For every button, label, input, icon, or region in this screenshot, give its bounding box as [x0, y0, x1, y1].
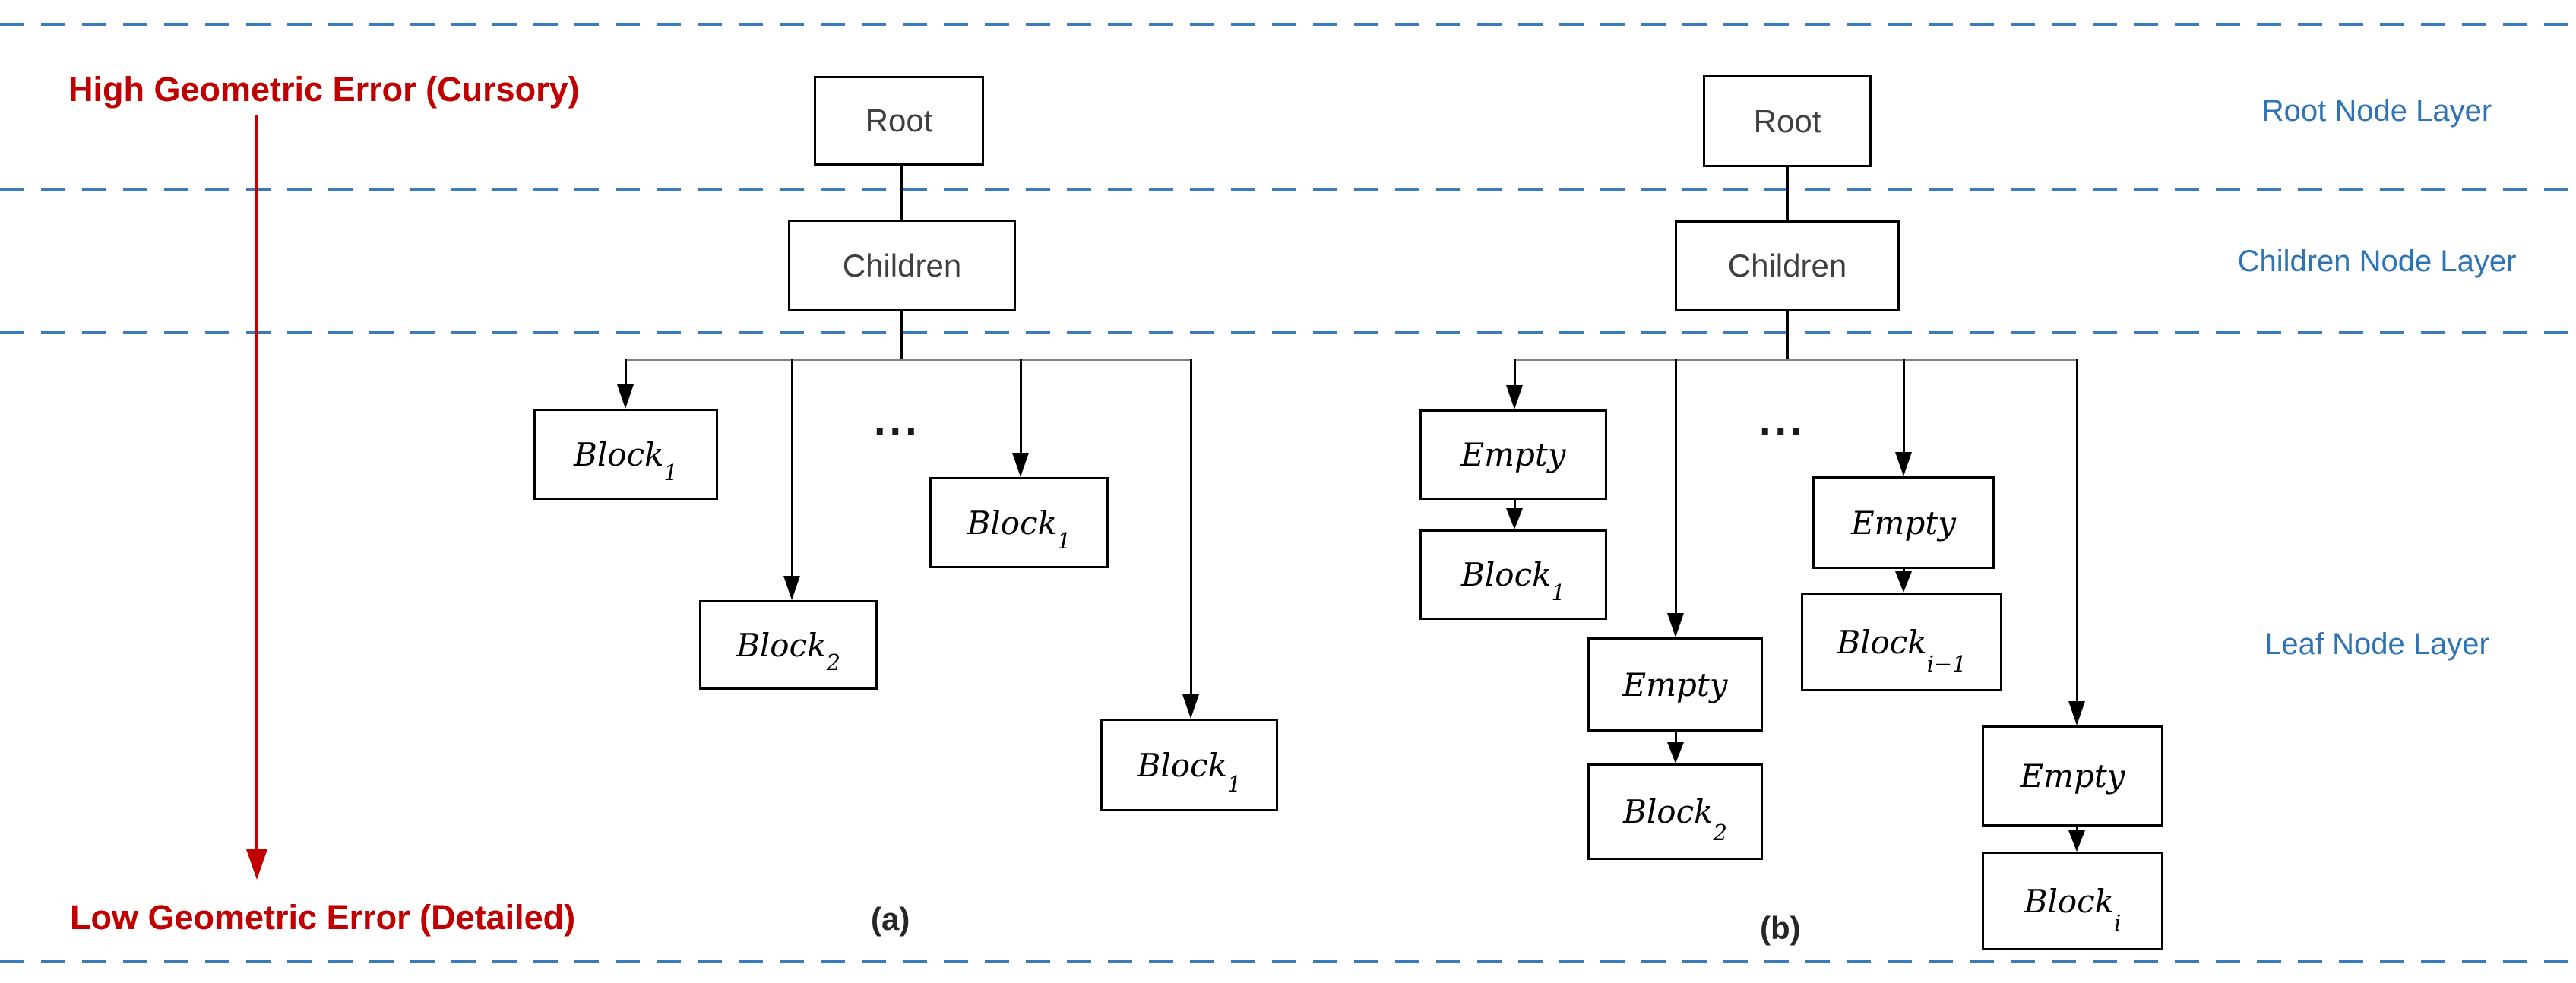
tree-b-branch-bar	[1514, 359, 2078, 361]
tree-b-branch1-arrowhead-icon	[1506, 385, 1523, 409]
tree-a-root-node: Root	[814, 76, 984, 166]
tree-b-root-children-connector	[1786, 167, 1789, 220]
tree-b-empty4-arrowhead-icon	[2068, 830, 2085, 852]
tree-b-branch2-arrowhead-icon	[1667, 613, 1684, 637]
tree-b-empty3: Empty	[1812, 476, 1995, 569]
tree-b-caption: (b)	[1760, 910, 1801, 946]
leaf-layer-label: Leaf Node Layer	[2264, 627, 2489, 661]
tree-a-children-stem	[900, 311, 903, 359]
tree-b-children-label: Children	[1727, 248, 1847, 283]
tree-b-branch3-line	[1903, 359, 1905, 452]
layer-separator-4	[0, 960, 2576, 963]
tree-a-branch4-line	[1190, 359, 1192, 694]
error-axis-arrowhead-icon	[246, 849, 267, 880]
layer-separator-1	[0, 23, 2576, 26]
error-axis-line	[255, 115, 258, 851]
tree-a-branch4-arrowhead-icon	[1182, 694, 1199, 719]
children-layer-label: Children Node Layer	[2237, 245, 2517, 278]
tree-a-branch1-line	[625, 359, 627, 384]
tree-b-empty4: Empty	[1982, 725, 2163, 827]
tree-b-empty2-arrowhead-icon	[1667, 742, 1684, 763]
tree-b-root-label: Root	[1753, 103, 1821, 139]
tree-b-empty1-arrowhead-icon	[1506, 508, 1523, 529]
root-layer-label: Root Node Layer	[2261, 94, 2492, 128]
tree-b-ellipsis: ...	[1759, 396, 1806, 444]
layer-separator-3	[0, 331, 2576, 334]
tree-a-branch2-arrowhead-icon	[783, 576, 800, 600]
tree-b-empty3-arrowhead-icon	[1895, 571, 1912, 593]
tree-a-branch3-line	[1020, 359, 1022, 453]
tree-b-children-node: Children	[1675, 220, 1900, 311]
layer-separator-2	[0, 188, 2576, 191]
tree-b-branch4-line	[2076, 359, 2078, 701]
tree-b-branch2-line	[1675, 359, 1677, 613]
tree-a-root-children-connector	[900, 166, 903, 220]
tree-a-ellipsis: ...	[874, 396, 921, 444]
tree-b-empty2: Empty	[1587, 637, 1763, 732]
tree-a-caption: (a)	[871, 901, 910, 937]
tree-b-branch1-line	[1514, 359, 1516, 385]
tree-b-empty1: Empty	[1419, 409, 1607, 500]
tree-a-branch-bar	[625, 359, 1192, 361]
tree-b-children-stem	[1786, 311, 1789, 359]
tree-b-empty3-link	[1903, 569, 1905, 571]
tree-a-branch1-arrowhead-icon	[617, 384, 634, 409]
tree-b-empty1-link	[1514, 500, 1516, 508]
tree-a-root-label: Root	[865, 103, 933, 138]
tree-a-children-node: Children	[788, 220, 1016, 311]
tree-b-branch3-arrowhead-icon	[1895, 452, 1912, 476]
tree-b-empty2-link	[1675, 732, 1677, 742]
tree-a-branch2-line	[791, 359, 793, 576]
tree-b-branch4-arrowhead-icon	[2068, 701, 2085, 725]
high-error-label: High Geometric Error (Cursory)	[68, 70, 580, 109]
tree-b-root-node: Root	[1703, 75, 1872, 167]
tree-a-branch3-arrowhead-icon	[1012, 453, 1029, 477]
low-error-label: Low Geometric Error (Detailed)	[70, 898, 576, 937]
tree-a-children-label: Children	[842, 247, 962, 283]
tree-b-empty4-link	[2076, 827, 2078, 830]
